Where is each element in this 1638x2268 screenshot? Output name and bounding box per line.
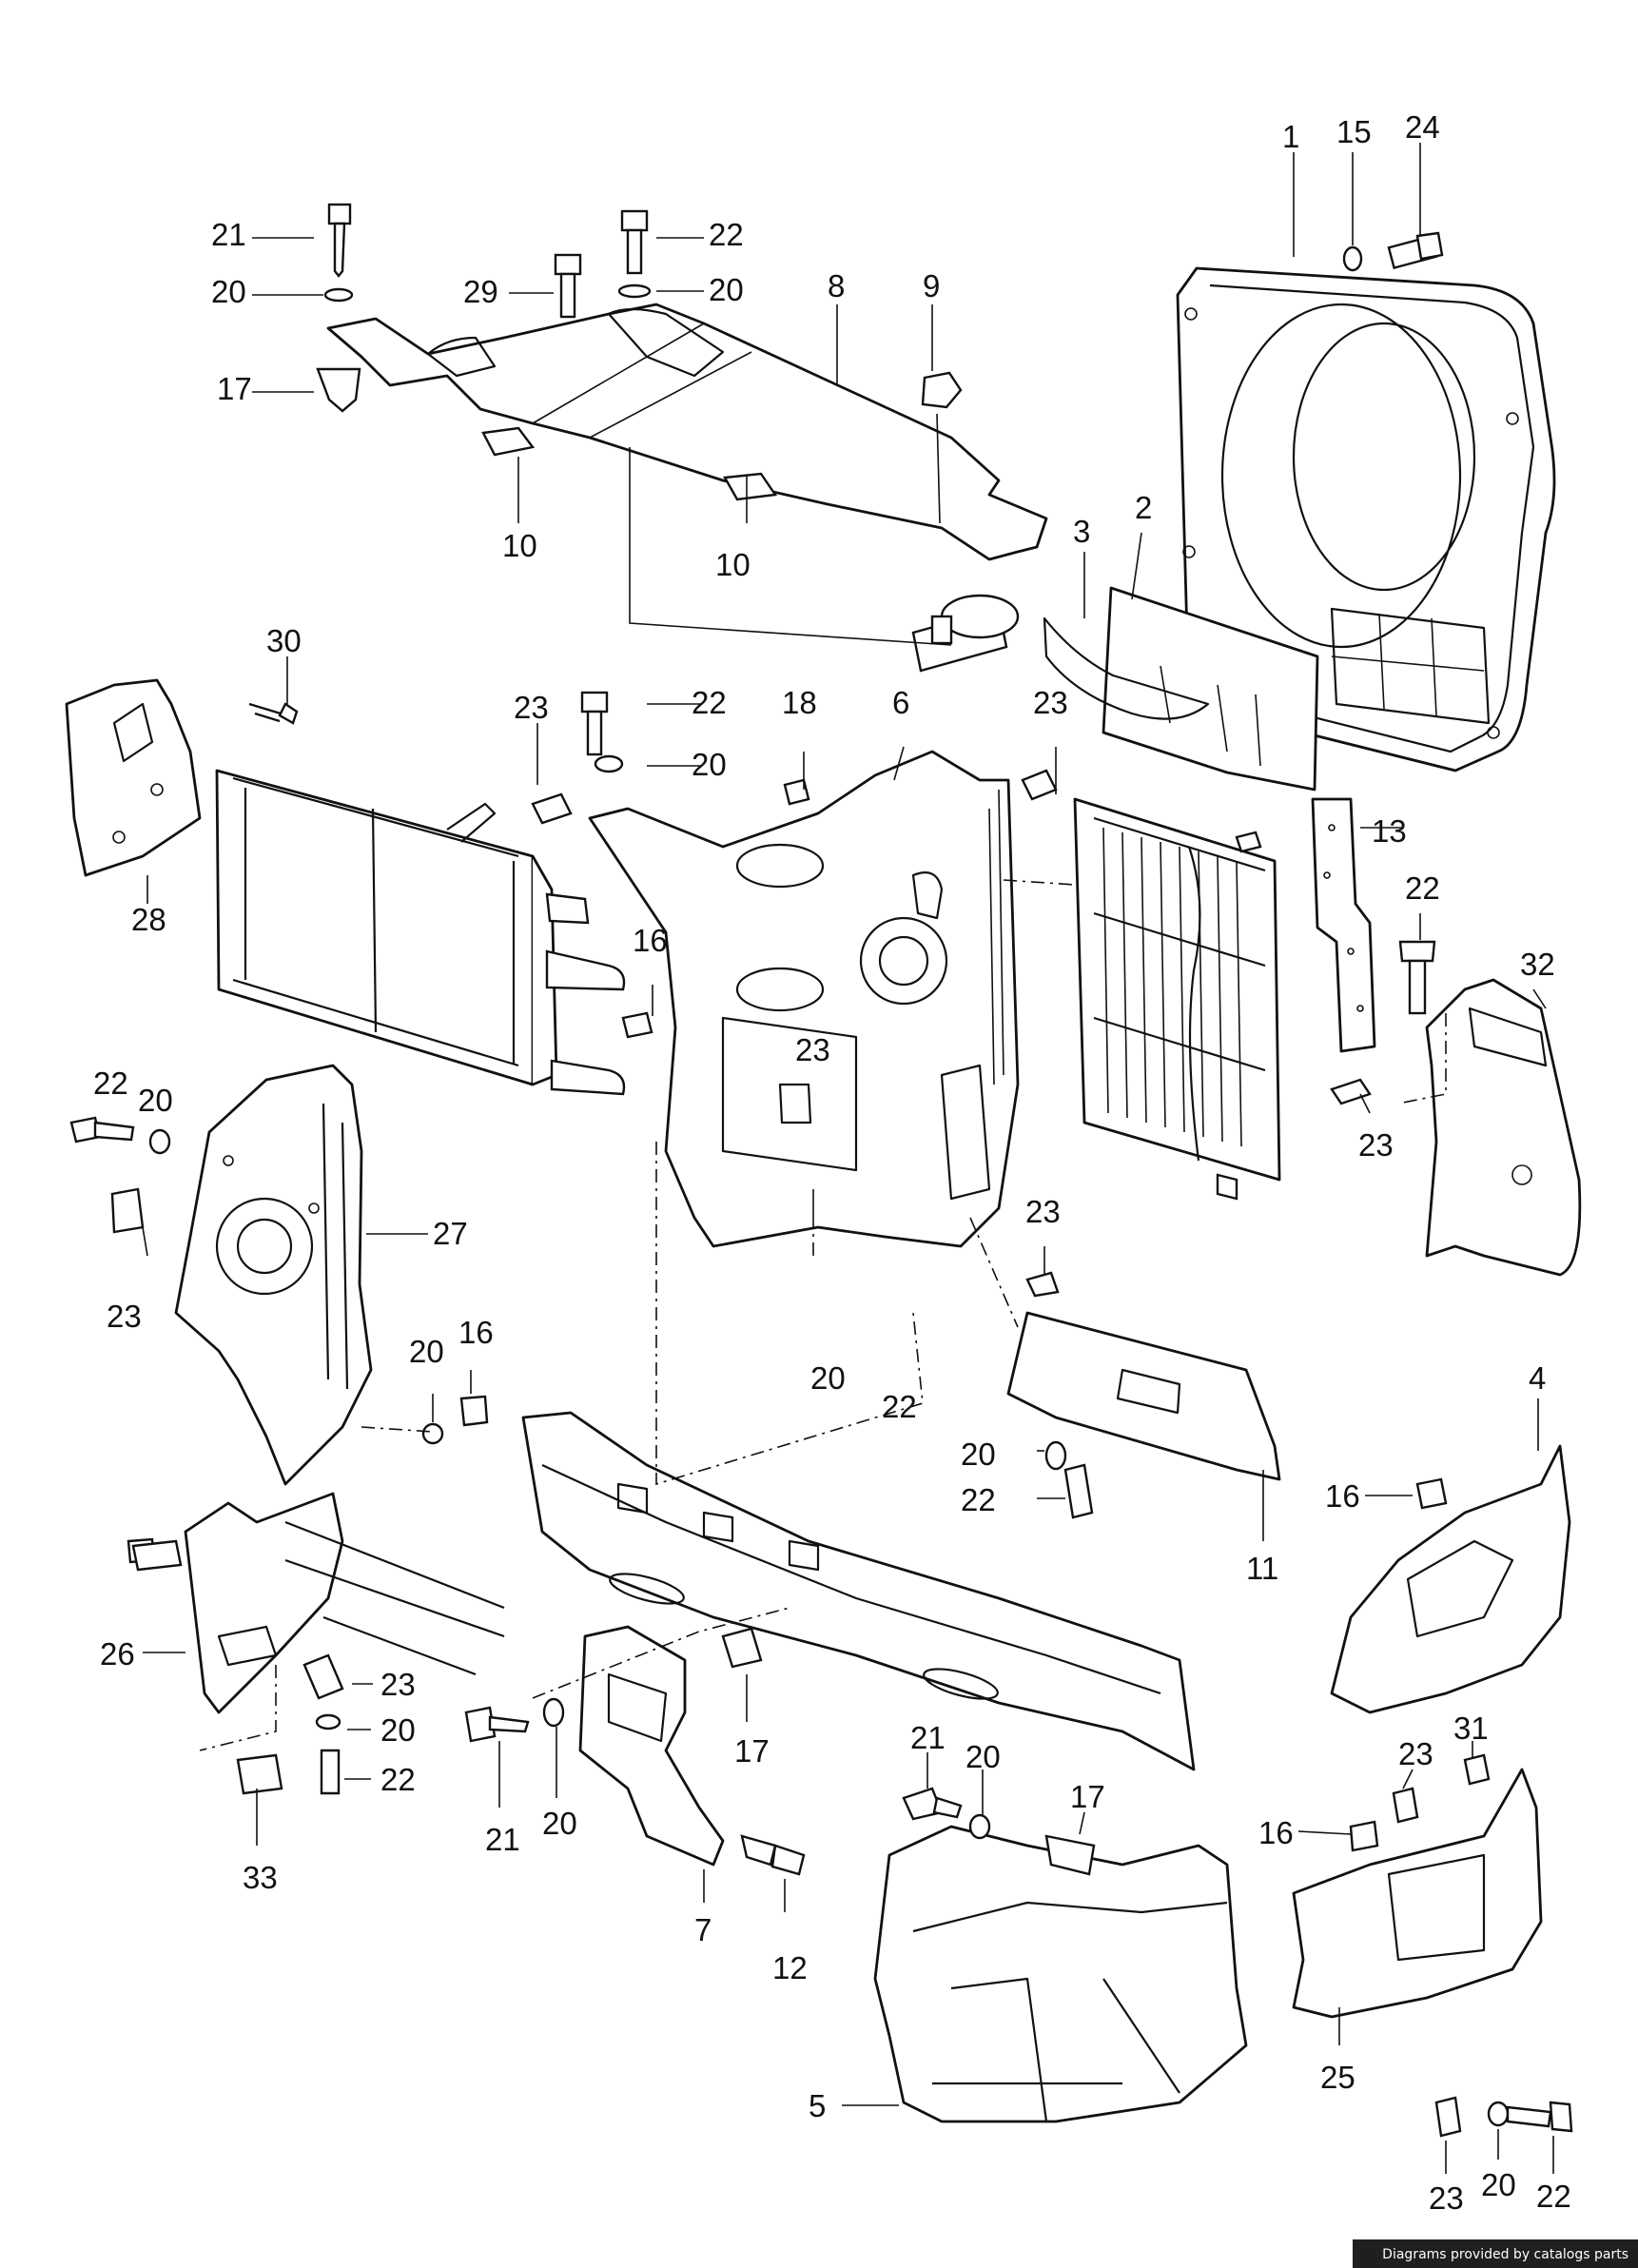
callout-label: 23 — [1025, 1194, 1061, 1229]
callout-label: 13 — [1372, 813, 1407, 849]
small-fasteners — [531, 691, 1058, 1039]
upper-fasteners — [316, 203, 963, 413]
callout-label: 23 — [1429, 2180, 1464, 2216]
callout-label: 20 — [138, 1083, 173, 1118]
callout-label: 31 — [1453, 1711, 1489, 1746]
callout-label: 16 — [633, 923, 668, 958]
lower-guard-5-part — [873, 1787, 1248, 2123]
callout-label: 20 — [810, 1360, 846, 1396]
callout-label: 22 — [882, 1389, 917, 1424]
bracket-32-part — [1330, 978, 1582, 1277]
callout-label: 22 — [93, 1066, 128, 1101]
callout-label: 17 — [734, 1733, 770, 1769]
callout-label: 3 — [1073, 514, 1090, 549]
bracket-27-part — [174, 1064, 373, 1486]
callout-label: 17 — [217, 371, 252, 406]
callout-label: 23 — [1358, 1127, 1394, 1163]
callout-label: 28 — [131, 902, 166, 937]
callout-label: 22 — [380, 1762, 416, 1797]
bracket-28-part — [65, 678, 299, 877]
callout-label: 15 — [1336, 114, 1372, 149]
callout-label: 16 — [1325, 1478, 1360, 1514]
callout-label: 29 — [463, 274, 498, 309]
foam-pad-13-part — [1311, 797, 1376, 1053]
callout-label: 6 — [892, 685, 909, 720]
callout-label: 22 — [709, 217, 744, 252]
callout-label: 22 — [1536, 2179, 1571, 2214]
callout-label: 23 — [1398, 1736, 1433, 1771]
callout-label: 12 — [772, 1950, 808, 1985]
callout-label: 30 — [266, 623, 302, 658]
callout-label: 20 — [709, 272, 744, 307]
callout-label: 16 — [458, 1315, 494, 1350]
callout-label: 20 — [1481, 2167, 1516, 2202]
leader-lines — [142, 143, 1554, 2174]
callout-label: 23 — [514, 690, 549, 725]
callout-label: 23 — [795, 1032, 830, 1067]
callout-label: 23 — [107, 1299, 142, 1334]
callout-label: 32 — [1520, 947, 1555, 982]
callout-label: 22 — [1405, 870, 1440, 906]
callout-label: 22 — [961, 1482, 996, 1517]
callout-label: 21 — [910, 1720, 946, 1755]
liner-4-part — [1330, 1444, 1571, 1714]
radiator-left-part — [215, 769, 626, 1096]
bolt-24-part — [1342, 231, 1444, 272]
callout-label: 4 — [1529, 1360, 1546, 1396]
credit-badge: Diagrams provided by catalogs parts — [1353, 2239, 1638, 2268]
callout-label: 20 — [692, 747, 727, 782]
callout-label: 33 — [243, 1860, 278, 1895]
callout-label: 24 — [1405, 109, 1440, 145]
callout-label: 9 — [923, 268, 940, 303]
liner-25-part — [1292, 1753, 1573, 2138]
callout-label: 23 — [380, 1667, 416, 1702]
bracket-26-part — [131, 1492, 505, 1795]
callout-labels: 1 15 24 21 20 17 22 20 29 8 9 10 10 3 2 … — [93, 109, 1571, 2216]
callout-label: 17 — [1070, 1779, 1105, 1814]
callout-label: 5 — [809, 2088, 826, 2123]
callout-label: 2 — [1135, 490, 1152, 525]
callout-label: 20 — [380, 1712, 416, 1748]
callout-label: 1 — [1282, 119, 1299, 154]
callout-label: 10 — [502, 528, 537, 563]
radiator-cap-part — [911, 594, 1020, 673]
callout-label: 21 — [211, 217, 246, 252]
callout-label: 23 — [1033, 685, 1068, 720]
lock-carrier-part — [588, 750, 1020, 1248]
credit-text: Diagrams provided by catalogs parts — [1382, 2247, 1628, 2262]
callout-label: 8 — [828, 268, 845, 303]
front-cross-member-part — [521, 1411, 1196, 1771]
callout-label: 20 — [409, 1334, 444, 1369]
bolt-22-right-part — [1398, 940, 1436, 1015]
callout-label: 20 — [542, 1806, 577, 1841]
callout-label: 10 — [715, 547, 751, 582]
callout-label: 20 — [211, 274, 246, 309]
callout-label: 20 — [961, 1437, 996, 1472]
callout-label: 18 — [782, 685, 817, 720]
callout-label: 16 — [1258, 1815, 1294, 1850]
bracket-7-part — [464, 1625, 806, 1876]
callout-label: 21 — [485, 1822, 520, 1857]
callout-label: 26 — [100, 1636, 135, 1672]
callout-label: 11 — [1246, 1551, 1278, 1586]
callout-label: 7 — [694, 1912, 712, 1947]
callout-label: 27 — [433, 1216, 468, 1251]
upper-cross-member-part — [326, 303, 1048, 561]
radiator-right-part — [1073, 797, 1281, 1201]
cover-11-part — [1006, 1271, 1281, 1519]
shroud-cover-plates-part — [1043, 586, 1319, 792]
callout-label: 25 — [1320, 2060, 1355, 2095]
callout-label: 20 — [965, 1739, 1001, 1774]
callout-label: 22 — [692, 685, 727, 720]
